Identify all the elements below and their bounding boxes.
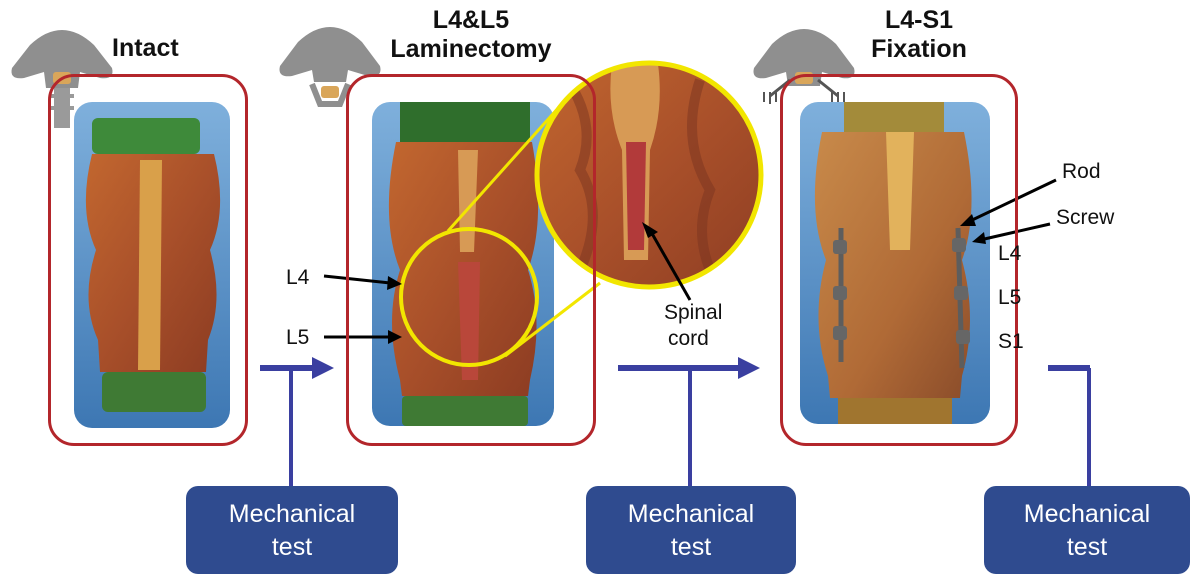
label-screw: Screw — [1056, 206, 1114, 230]
stage-frame-intact — [48, 74, 248, 446]
label-spinal-cord: Spinal cord — [664, 300, 722, 352]
label-fixation-l5: L5 — [998, 286, 1021, 310]
stage-title-laminectomy: L4&L5 Laminectomy — [376, 6, 566, 64]
stage-title-intact: Intact — [112, 34, 179, 63]
mechanical-test-box-3: Mechanical test — [984, 486, 1190, 574]
mechanical-test-box-2: Mechanical test — [586, 486, 796, 574]
stage-title-fixation: L4-S1 Fixation — [854, 6, 984, 64]
stage-frame-laminectomy — [346, 74, 596, 446]
flow-line-3 — [1048, 368, 1090, 488]
flow-arrow-2 — [618, 357, 760, 488]
label-fixation-s1: S1 — [998, 330, 1024, 354]
label-fixation-l4: L4 — [998, 242, 1021, 266]
stage-frame-fixation — [780, 74, 1018, 446]
mechanical-test-box-1: Mechanical test — [186, 486, 398, 574]
flow-arrow-1 — [260, 357, 334, 488]
label-l5: L5 — [286, 326, 309, 350]
label-rod: Rod — [1062, 160, 1101, 184]
label-l4: L4 — [286, 266, 309, 290]
